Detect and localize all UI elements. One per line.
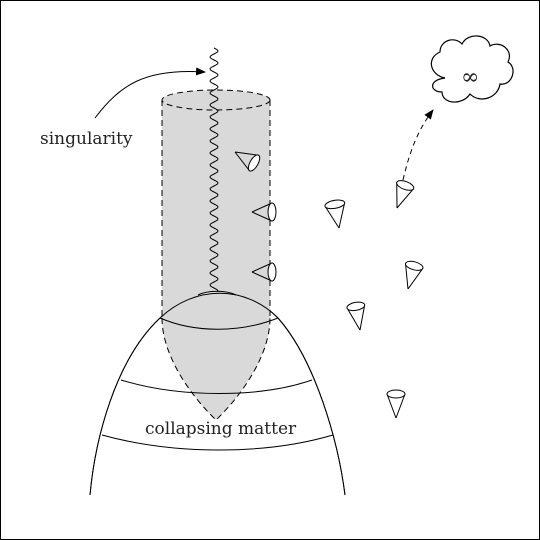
singularity-label: singularity [40,129,133,149]
matter-slice-1 [159,317,279,330]
infinity-label: ∞ [461,65,479,90]
light-cone-icon [346,301,366,331]
collapsing-matter-label: collapsing matter [145,419,297,439]
matter-cap [197,290,237,296]
event-horizon-cylinder [162,100,270,420]
matter-slice-3 [101,434,334,451]
light-cone-icon [386,389,406,419]
light-cone-icon [251,262,277,282]
light-cone-icon [324,199,346,229]
light-cone-icon [251,202,277,222]
light-cone-icon [396,180,415,209]
cloud-icon [430,35,514,103]
horizon-bottom-dashed [161,317,271,421]
singularity-arrow [94,67,206,119]
light-cone-icon [404,260,424,290]
matter-slice-2 [120,379,313,394]
collapsing-matter-outline [89,292,346,496]
escape-trajectory-arrow [402,109,434,181]
cylinder-top-ellipse [161,89,271,111]
light-cone-icon [234,151,261,172]
singularity-wavy-line [209,47,219,293]
